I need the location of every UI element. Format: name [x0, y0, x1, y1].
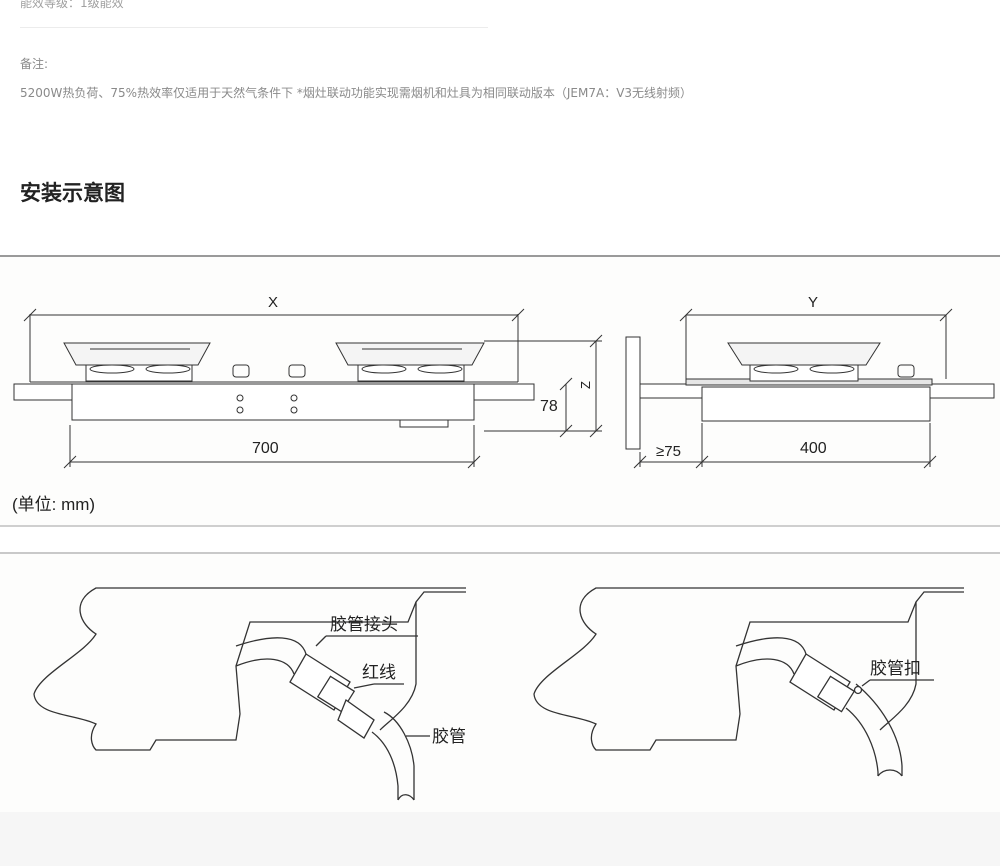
unit-note: (单位: mm) [12, 495, 95, 514]
energy-grade-text: 能效等级：1级能效 [20, 0, 124, 10]
connector-label: 胶管接头 [330, 615, 398, 635]
red-line-label: 红线 [362, 663, 396, 683]
clamp-label: 胶管扣 [870, 659, 921, 679]
dimension-diagram-panel: X 700 Z 78 Y 400 ≥75 (单位: mm) [0, 255, 1000, 527]
section-title: 安装示意图 [20, 181, 125, 205]
dim-78-label: 78 [540, 398, 558, 415]
dim-y-label: Y [808, 294, 818, 311]
dimension-diagram: X 700 Z 78 Y 400 ≥75 (单位: mm) [12, 294, 995, 514]
divider [20, 27, 488, 28]
dim-400-label: 400 [800, 440, 827, 457]
hose-diagram-panel: 胶管接头 红线 胶管 胶管扣 [0, 552, 1000, 812]
dim-75-label: ≥75 [656, 443, 681, 460]
footer-band [0, 812, 1000, 866]
hose-diagram: 胶管接头 红线 胶管 胶管扣 [33, 587, 964, 801]
hose-label: 胶管 [432, 727, 466, 747]
notes-label: 备注: [20, 57, 49, 71]
dim-z-label: Z [578, 381, 593, 389]
notes-text: 5200W热负荷、75%热效率仅适用于天然气条件下 *烟灶联动功能实现需烟机和灶… [20, 86, 693, 100]
dim-700-label: 700 [252, 440, 279, 457]
dim-x-label: X [268, 294, 278, 311]
